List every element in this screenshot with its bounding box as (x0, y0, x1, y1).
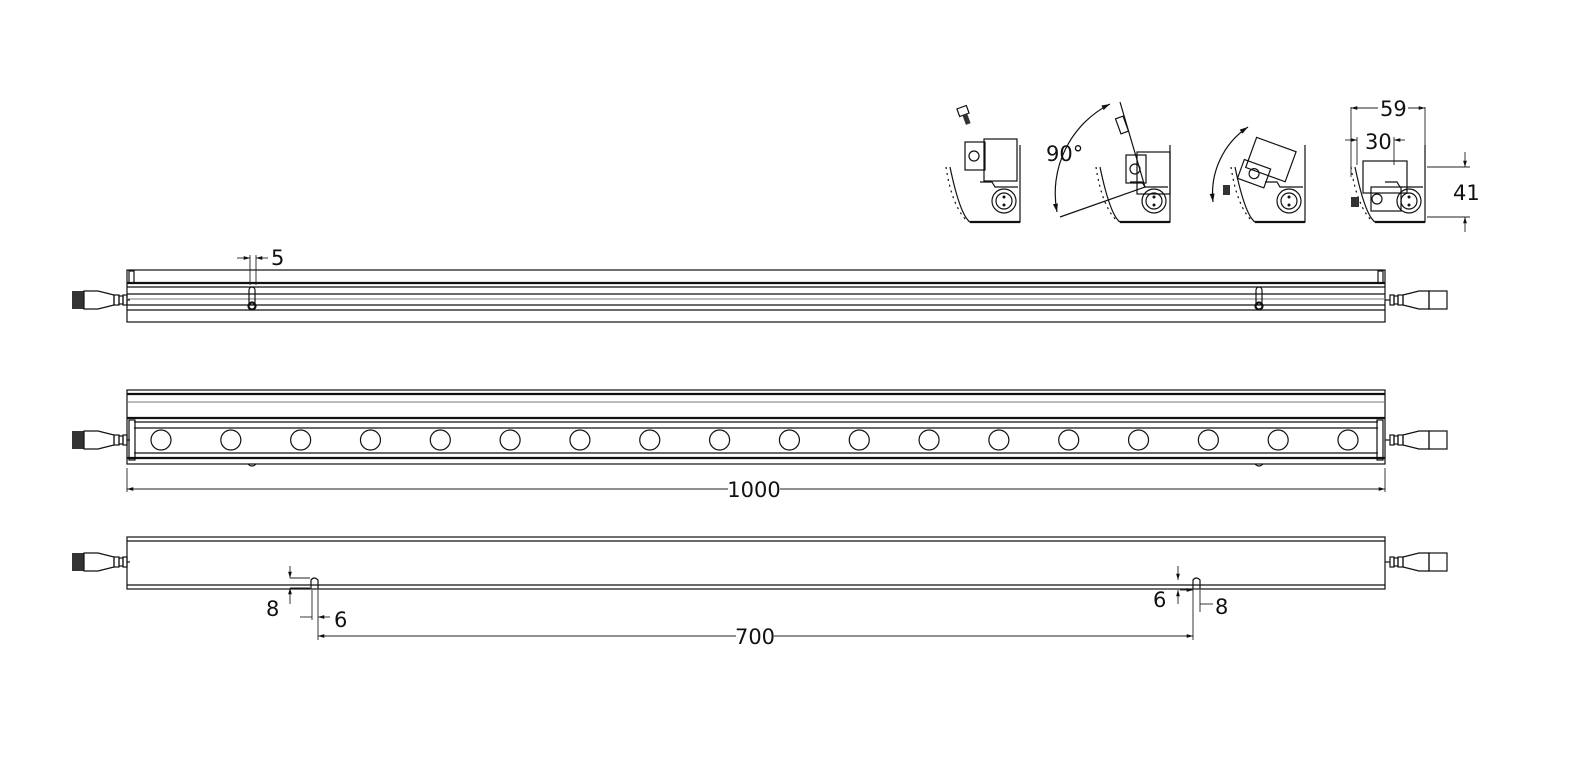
left-connector (71, 430, 131, 450)
led-lens (918, 429, 940, 451)
profile-width-label: 59 (1380, 97, 1407, 121)
mount-slot-right (1255, 286, 1263, 306)
led-lens (290, 429, 312, 451)
led-lens (848, 429, 870, 451)
installation-steps: 90° 59 30 (944, 97, 1480, 232)
led-lens (778, 429, 801, 451)
led-lens (569, 429, 591, 451)
step-4-installed: 59 30 41 (1345, 97, 1480, 232)
right-slot-height-label: 8 (1215, 595, 1228, 619)
mount-spacing-label: 700 (735, 625, 775, 649)
led-lens (1127, 429, 1150, 451)
led-lens (499, 429, 521, 451)
led-array (150, 429, 1359, 451)
led-lens (150, 429, 172, 451)
right-connector (1384, 290, 1448, 310)
left-slot-width-label: 6 (334, 608, 347, 632)
step-2-rotate: 90° (1046, 101, 1172, 224)
tilt-angle-label: 90° (1046, 142, 1083, 166)
left-connector (71, 290, 131, 310)
led-lens (220, 429, 242, 451)
total-length-label: 1000 (727, 478, 780, 502)
mount-slot-left (248, 286, 256, 306)
left-connector (71, 552, 131, 572)
left-slot-height-label: 8 (266, 597, 279, 621)
led-lens (359, 429, 382, 451)
step-1-bracket (944, 104, 1022, 224)
led-lens (708, 429, 731, 451)
slot-width-label: 5 (271, 246, 284, 270)
led-lens (1058, 429, 1080, 451)
led-lens (639, 429, 661, 451)
right-connector (1384, 552, 1448, 572)
right-connector (1384, 430, 1448, 450)
led-lens (1267, 429, 1289, 451)
bracket-width-label: 30 (1365, 130, 1392, 154)
bottom-view: 8 6 6 8 700 (71, 536, 1448, 649)
step-3-pivot (1209, 126, 1307, 224)
led-lens (988, 429, 1010, 451)
front-view: 1000 (71, 389, 1448, 502)
led-lens (429, 429, 451, 451)
right-slot-width-label: 6 (1153, 588, 1166, 612)
profile-height-label: 41 (1453, 181, 1480, 205)
top-view: 5 (71, 246, 1448, 323)
led-lens (1337, 429, 1359, 451)
led-lens (1197, 429, 1219, 451)
